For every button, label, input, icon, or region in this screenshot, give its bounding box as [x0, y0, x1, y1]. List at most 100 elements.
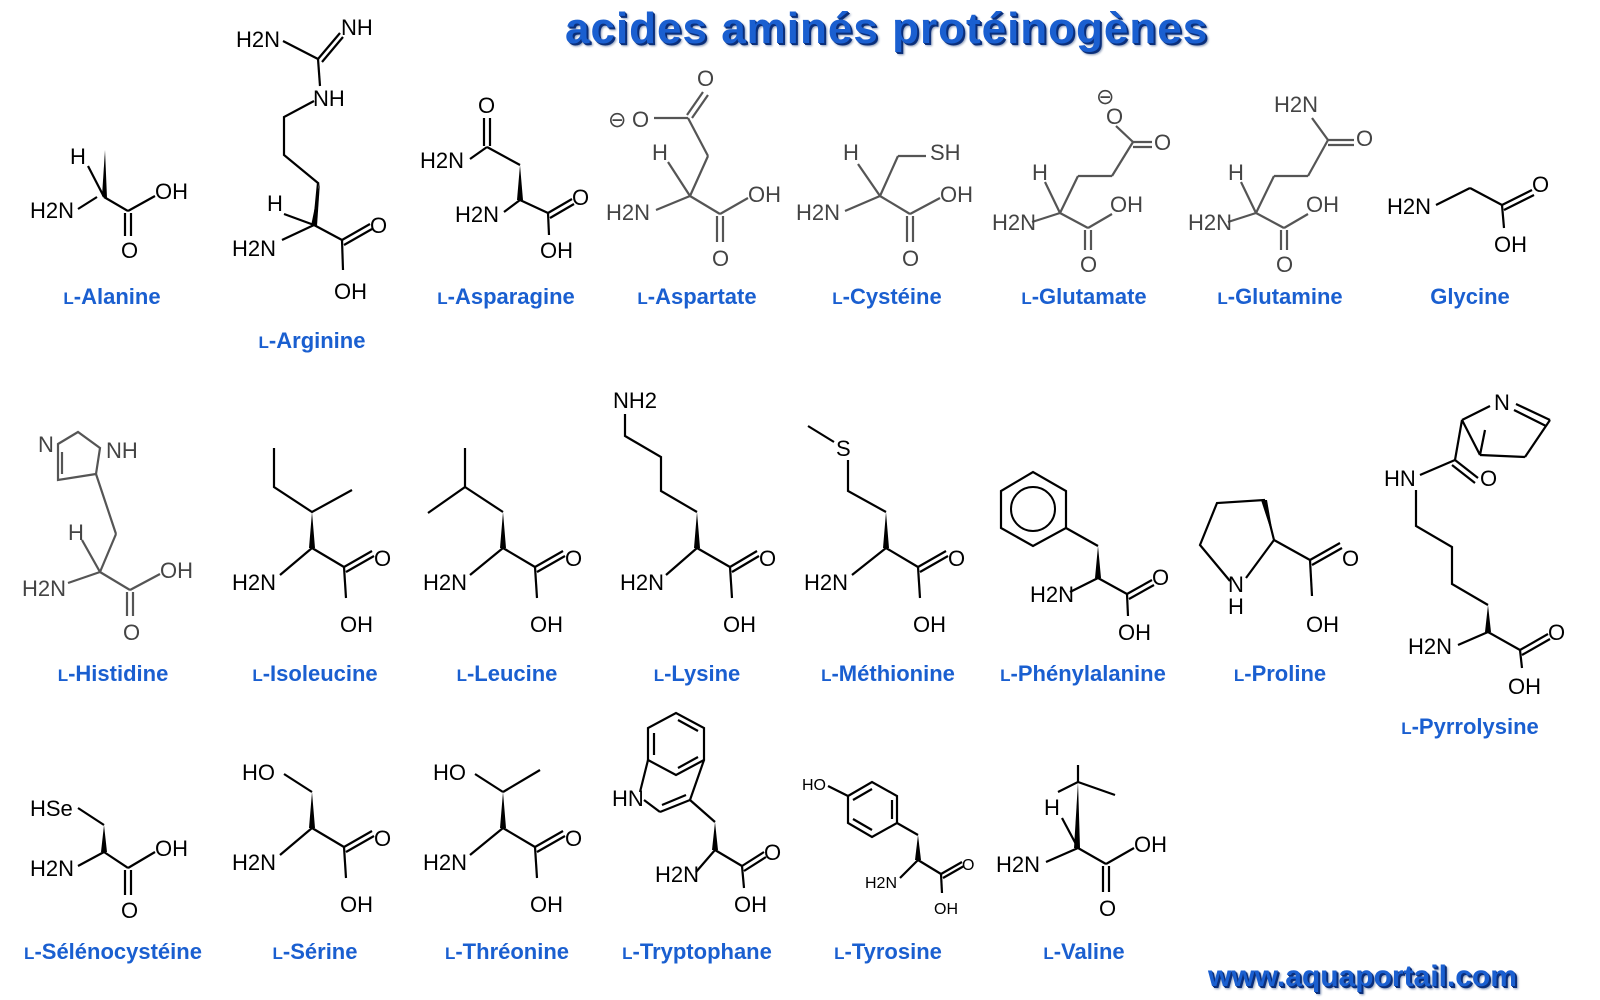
amino-acid-name: -Leucine: [466, 661, 558, 686]
label-histidine: L-Histidine: [58, 661, 169, 687]
atom-label: O: [1106, 104, 1123, 129]
structure-lysine: NH2 H2N O OH: [613, 388, 776, 637]
atom-label: H: [68, 520, 84, 545]
atom-label: H: [1228, 594, 1244, 619]
atom-label: O: [697, 66, 714, 91]
label-selenocysteine: L-Sélénocystéine: [24, 939, 202, 965]
stereo-prefix: L: [834, 944, 845, 963]
structure-pyrrolysine: N O HN H2N O OH: [1384, 390, 1565, 699]
stereo-prefix: L: [258, 333, 269, 352]
atom-label: OH: [1134, 832, 1167, 857]
label-phenylalanine: L-Phénylalanine: [1000, 661, 1166, 687]
structure-valine: H H2N OH O: [996, 765, 1167, 921]
amino-acid-name: Glycine: [1430, 284, 1510, 309]
atom-label: H2N: [232, 236, 276, 261]
atom-label: H2N: [1387, 194, 1431, 219]
atom-label: H2N: [865, 875, 897, 892]
atom-label: H: [1032, 160, 1048, 185]
atom-label: OH: [1110, 192, 1143, 217]
amino-acid-name: -Asparagine: [447, 284, 575, 309]
atom-label: HN: [612, 786, 644, 811]
atom-label: O: [1342, 546, 1359, 571]
atom-label: O: [759, 546, 776, 571]
stereo-prefix: L: [456, 666, 467, 685]
structure-cysteine: SH H H2N OH O: [796, 140, 973, 271]
atom-label: OH: [530, 892, 563, 917]
atom-label: O: [948, 546, 965, 571]
atom-label: N: [1228, 572, 1244, 597]
atom-label: OH: [334, 279, 367, 304]
label-cysteine: L-Cystéine: [832, 284, 941, 310]
atom-label: H: [843, 140, 859, 165]
stereo-prefix: L: [832, 289, 843, 308]
structure-arginine: H2N NH NH H H2N O OH: [232, 15, 387, 304]
label-alanine: L-Alanine: [63, 284, 160, 310]
atom-label: OH: [530, 612, 563, 637]
atom-label: H: [1228, 160, 1244, 185]
stereo-prefix: L: [444, 944, 456, 963]
atom-label: OH: [155, 836, 188, 861]
atom-label: ⊖: [1096, 84, 1114, 109]
stereo-prefix: L: [1401, 719, 1412, 738]
atom-label: O: [1532, 172, 1549, 197]
amino-acid-name: -Glutamine: [1227, 284, 1343, 309]
label-asparagine: L-Asparagine: [437, 284, 575, 310]
label-methionine: L-Méthionine: [821, 661, 955, 687]
atom-label: H: [1044, 795, 1060, 820]
atom-label: HN: [1384, 466, 1416, 491]
atom-label: OH: [934, 901, 958, 918]
stereo-prefix: L: [637, 289, 648, 308]
atom-label: O: [565, 826, 582, 851]
amino-acid-name: -Tryptophane: [632, 939, 772, 964]
atom-label: H2N: [655, 862, 699, 887]
atom-label: H2N: [420, 148, 464, 173]
atom-label: OH: [1306, 612, 1339, 637]
atom-label: H2N: [30, 856, 74, 881]
label-glycine: Glycine: [1430, 284, 1509, 310]
atom-label: O: [1154, 130, 1171, 155]
label-tryptophane: L-Tryptophane: [622, 939, 772, 965]
atom-label: O: [123, 620, 140, 645]
atom-label: OH: [340, 892, 373, 917]
atom-label: H2N: [236, 27, 280, 52]
atom-label: HO: [433, 760, 466, 785]
atom-label: H2N: [455, 202, 499, 227]
atom-label: OH: [1494, 232, 1527, 257]
atom-label: O: [374, 826, 391, 851]
atom-label: O: [1276, 252, 1293, 277]
website-url[interactable]: www.aquaportail.com: [1208, 960, 1517, 993]
atom-label: H2N: [1274, 92, 1318, 117]
stereo-prefix: L: [272, 944, 283, 963]
atom-label: H: [267, 191, 283, 216]
atom-label: O: [1480, 466, 1497, 491]
atom-label: OH: [913, 612, 946, 637]
atom-label: O: [712, 246, 729, 271]
label-serine: L-Sérine: [273, 939, 358, 965]
atom-label: H2N: [996, 852, 1040, 877]
structure-alanine: H2N H OH O: [30, 144, 188, 263]
structure-phenylalanine: H2N O OH: [999, 470, 1169, 645]
label-tyrosine: L-Tyrosine: [834, 939, 942, 965]
atom-label: O: [1152, 565, 1169, 590]
amino-acid-name: -Alanine: [73, 284, 161, 309]
atom-label: OH: [155, 179, 188, 204]
atom-label: OH: [1118, 620, 1151, 645]
atom-label: H2N: [232, 570, 276, 595]
atom-label: S: [836, 436, 851, 461]
amino-acid-name: -Sélénocystéine: [34, 939, 202, 964]
stereo-prefix: L: [1233, 666, 1245, 685]
amino-acid-name: -Lysine: [664, 661, 741, 686]
atom-label: O: [1099, 896, 1116, 921]
atom-label: H2N: [620, 570, 664, 595]
amino-acid-name: -Arginine: [268, 328, 366, 353]
structure-proline: N H O OH: [1198, 498, 1359, 637]
atom-label: NH: [106, 438, 138, 463]
stereo-prefix: L: [1021, 289, 1032, 308]
atom-label: O: [565, 546, 582, 571]
amino-acid-name: -Tyrosine: [844, 939, 942, 964]
structure-glutamine: H2N O H H2N OH O: [1188, 92, 1373, 277]
atom-label: O: [1356, 126, 1373, 151]
atom-label: HO: [802, 777, 826, 794]
atom-label: O: [902, 246, 919, 271]
